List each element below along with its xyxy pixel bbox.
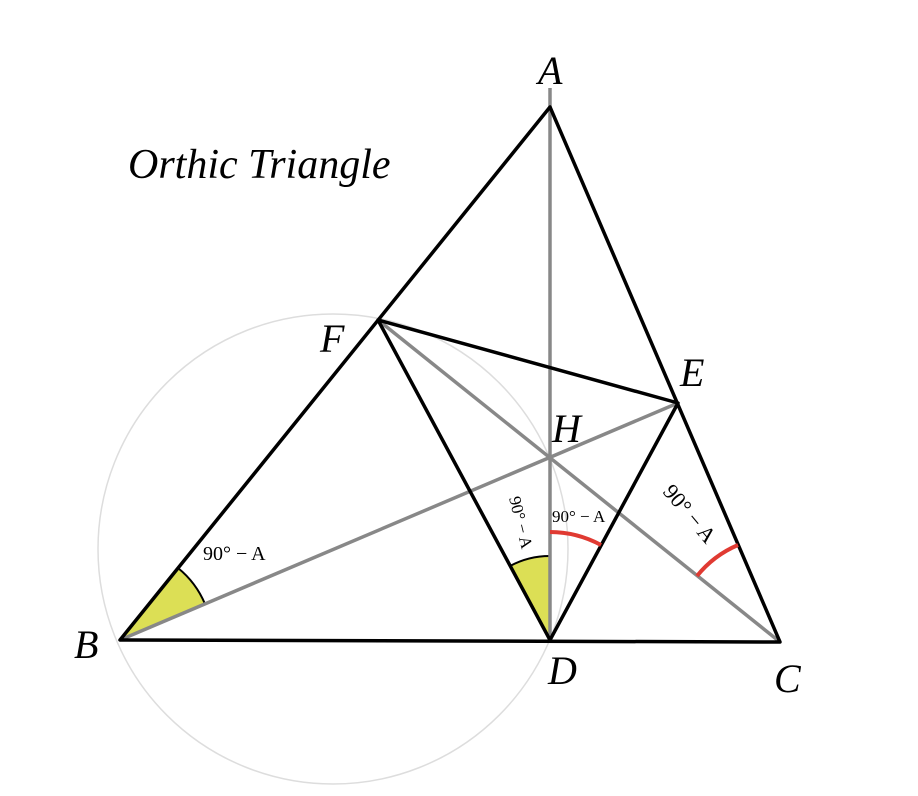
- label-c: C: [774, 656, 802, 701]
- altitude-cf: [376, 318, 782, 644]
- label-b: B: [74, 622, 98, 667]
- angle-hde-arc: [549, 530, 602, 547]
- label-e: E: [679, 350, 704, 395]
- diagram-title: Orthic Triangle: [128, 142, 391, 188]
- angle-label-hde: 90° − A: [552, 507, 606, 526]
- altitude-be: [119, 401, 679, 642]
- label-d: D: [547, 648, 577, 693]
- label-h: H: [551, 406, 583, 451]
- circle-bfhd: [97, 313, 569, 785]
- label-f: F: [319, 316, 345, 361]
- angle-label-b: 90° − A: [203, 543, 266, 565]
- angle-b-arc: [177, 567, 206, 605]
- orthic-triangle-def: [376, 318, 680, 642]
- angle-d-arc: [509, 554, 551, 567]
- angle-c-arc: [695, 543, 739, 578]
- label-a: A: [535, 48, 563, 93]
- angle-label-d: 90° − A: [505, 494, 536, 551]
- angle-b-fill: [120, 568, 205, 640]
- angle-label-c: 90° − A: [658, 479, 721, 548]
- triangle-abc: [118, 105, 782, 644]
